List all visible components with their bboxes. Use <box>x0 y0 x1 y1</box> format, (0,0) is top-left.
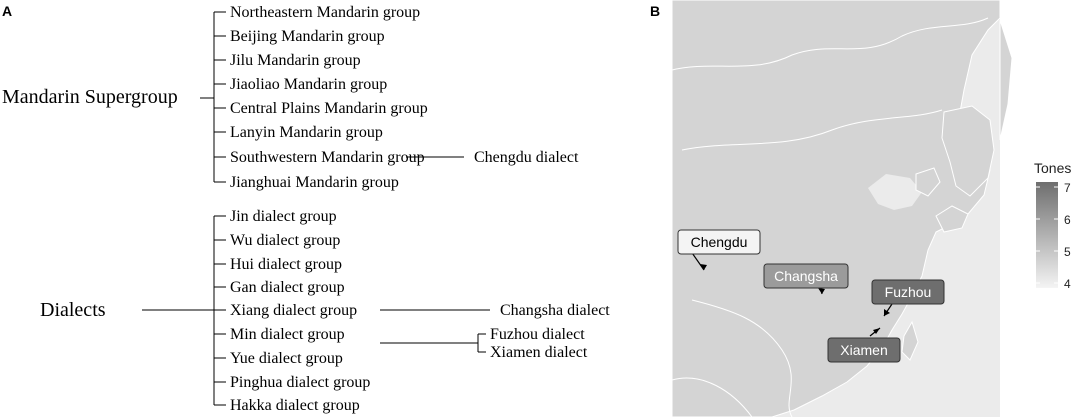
mandarin-root-label: Mandarin Supergroup <box>2 86 178 108</box>
mandarin-group-label: Jianghuai Mandarin group <box>230 174 399 191</box>
city-label-changsha: Changsha <box>763 263 849 289</box>
mandarin-group-label: Jiaoliao Mandarin group <box>230 76 387 93</box>
panel-a-letter: A <box>2 3 13 19</box>
mandarin-group-label: Beijing Mandarin group <box>230 28 385 45</box>
chengdu-dialect-label: Chengdu dialect <box>474 149 579 166</box>
legend-tick-label: 6 <box>1064 213 1071 227</box>
mandarin-group-label: Jilu Mandarin group <box>230 52 361 69</box>
changsha-arrowhead <box>818 288 825 294</box>
dialect-group-label: Yue dialect group <box>230 350 343 367</box>
dialect-group-label: Wu dialect group <box>230 232 340 249</box>
chengdu-arrowhead <box>700 264 707 270</box>
tones-legend: Tones 4 5 6 7 <box>1034 160 1071 291</box>
province-border <box>691 299 793 417</box>
city-box <box>763 263 849 289</box>
city-box <box>677 229 761 255</box>
liaodong-peninsula <box>915 167 941 197</box>
city-name: Changsha <box>774 268 838 284</box>
legend-tick-label: 7 <box>1064 181 1071 195</box>
dialect-group-label: Gan dialect group <box>230 279 345 296</box>
japan-islands <box>999 19 1013 141</box>
mainland-landmass <box>672 0 1001 417</box>
mandarin-group-label: Lanyin Mandarin group <box>230 124 383 141</box>
dialect-group-label: Pinghua dialect group <box>230 374 370 391</box>
mandarin-group-label: Central Plains Mandarin group <box>230 100 428 117</box>
dialect-group-label: Hui dialect group <box>230 256 342 273</box>
taiwan-island <box>901 320 919 361</box>
dialect-tree: Mandarin Supergroup Northeastern Mandari… <box>2 4 610 414</box>
city-name: Chengdu <box>691 234 748 250</box>
legend-tick-label: 4 <box>1064 277 1071 291</box>
city-box <box>827 337 901 363</box>
xiamen-arrowhead <box>873 328 880 334</box>
dialect-group-label: Xiang dialect group <box>230 302 357 319</box>
province-border <box>672 377 753 417</box>
province-border <box>681 109 943 151</box>
legend-tick-label: 5 <box>1064 245 1071 259</box>
changsha-dialect-label: Changsha dialect <box>500 302 610 319</box>
mandarin-group-label: Northeastern Mandarin group <box>230 4 420 21</box>
city-box <box>871 279 945 305</box>
dialect-group-label: Min dialect group <box>230 326 345 343</box>
city-name: Fuzhou <box>885 284 932 300</box>
korean-peninsula <box>941 105 995 197</box>
tones-map: Chengdu Changsha Fuzhou Xiamen Tones <box>672 0 1071 417</box>
panel-b-letter: B <box>650 3 661 19</box>
dialect-group-label: Jin dialect group <box>230 208 337 225</box>
legend-colorbar <box>1036 182 1058 288</box>
xiamen-dialect-label: Xiamen dialect <box>490 344 588 361</box>
mandarin-group-label: Southwestern Mandarin group <box>230 149 425 166</box>
fuzhou-arrowhead <box>884 309 890 316</box>
bohai-sea <box>868 174 922 210</box>
fuzhou-dialect-label: Fuzhou dialect <box>490 326 585 343</box>
shandong-peninsula <box>935 205 969 233</box>
dialects-root-label: Dialects <box>40 299 106 321</box>
dialect-group-label: Hakka dialect group <box>230 397 360 414</box>
legend-title: Tones <box>1034 160 1071 176</box>
city-label-xiamen: Xiamen <box>827 337 901 363</box>
province-border <box>672 17 989 71</box>
city-label-chengdu: Chengdu <box>677 229 761 255</box>
city-name: Xiamen <box>840 342 887 358</box>
city-label-fuzhou: Fuzhou <box>871 279 945 305</box>
